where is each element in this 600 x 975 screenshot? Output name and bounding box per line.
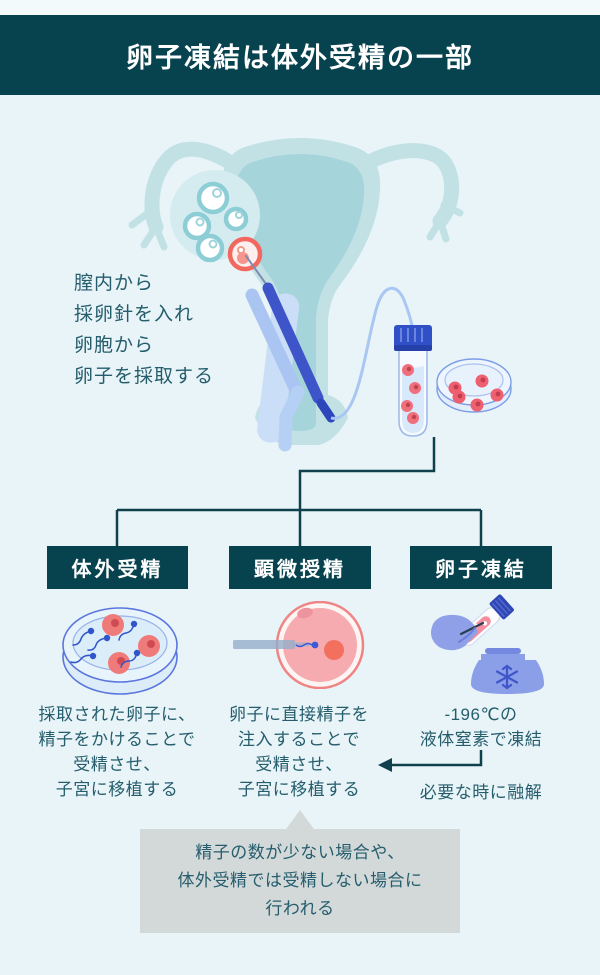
note-line: 膣内から [74,273,155,294]
catheter-tube [330,287,415,420]
top-strip [0,0,600,15]
header-banner: 卵子凍結は体外受精の一部 [0,15,600,95]
egg-retrieval-illustration [128,138,512,452]
dewar-flask [471,648,544,694]
cryo-freezing-icon [431,594,544,694]
gloved-hand [431,614,478,651]
branch-label-egg-freezing: 卵子凍結 [410,546,552,589]
branch-label-icsi: 顕微授精 [229,546,371,589]
petri-dish-sperm-icon [62,607,178,695]
retrieval-note: 膣内から 採卵針を入れ 卵胞から 卵子を採取する [74,268,214,392]
icsi-injection-icon [233,601,365,689]
thaw-note: 必要な時に融解 [419,783,543,802]
note-line: 卵子を採取する [74,366,215,387]
freezing-description: -196℃の 液体窒素で凍結 [419,705,543,749]
page-title: 卵子凍結は体外受精の一部 [126,42,474,73]
note-line: 採卵針を入れ [74,304,195,325]
branch-label-ivf: 体外受精 [47,546,188,589]
note-line: 卵胞から [74,335,155,356]
uterus-inner [235,154,365,431]
retrieval-needle [245,255,336,452]
test-tube [394,325,432,437]
ivf-description: 採取された卵子に、 精子をかけることで 受精させ、 子宮に移植する [38,705,196,799]
ovary-follicles [170,170,263,272]
icsi-description: 卵子に直接精子を 注入することで 受精させ、 子宮に移植する [229,705,369,799]
icsi-note-bubble: 精子の数が少ない場合や、 体外受精では受精しない場合に 行われる [140,810,460,933]
snowflake-icon [495,664,519,690]
petri-dish [436,358,512,413]
